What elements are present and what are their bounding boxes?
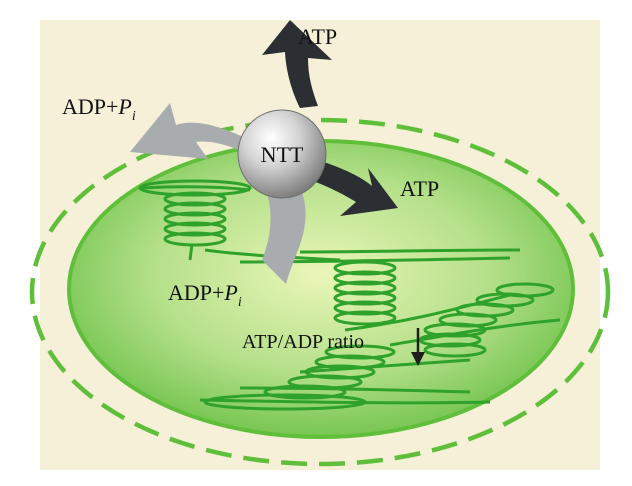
atp-top-label: ATP	[298, 24, 338, 49]
adp-out-left-arrow-icon	[130, 103, 245, 159]
outer-envelope-membrane	[29, 117, 611, 467]
atp-out-top-arrow-icon	[262, 20, 332, 108]
ratio-down-arrow-icon	[411, 328, 425, 366]
adp-left-p: P	[118, 94, 132, 119]
atp-in-right-arrow-icon	[310, 160, 398, 216]
lamella-6	[344, 293, 511, 332]
adp-in-bottom-arrow-icon	[252, 170, 306, 284]
ratio-label: ATP/ADP ratio	[242, 331, 365, 353]
adp-bottom-label: ADP+Pi	[168, 280, 242, 310]
adp-left-text: ADP+	[62, 94, 119, 119]
granum-stack-a	[138, 179, 252, 247]
lamella-2	[188, 243, 194, 261]
adp-bottom-text: ADP+	[168, 280, 225, 305]
lamella-9	[199, 398, 491, 405]
lamella-5	[299, 248, 521, 254]
atp-right-label: ATP	[400, 176, 440, 201]
adp-bottom-sub: i	[237, 295, 242, 310]
adp-left-label: ADP+Pi	[62, 94, 136, 124]
adp-left-sub: i	[131, 109, 136, 124]
ntt-transporter: NTT	[237, 109, 327, 199]
transporter-label: NTT	[261, 142, 304, 167]
granum-stack-d	[203, 344, 396, 411]
transporter-sphere	[237, 109, 327, 199]
granum-stack-c	[418, 282, 555, 358]
granum-stack-b	[333, 260, 397, 326]
lamella-1	[139, 185, 251, 192]
lamella-10	[299, 358, 471, 374]
lamella-7	[389, 318, 561, 347]
adp-bottom-p: P	[224, 280, 238, 305]
